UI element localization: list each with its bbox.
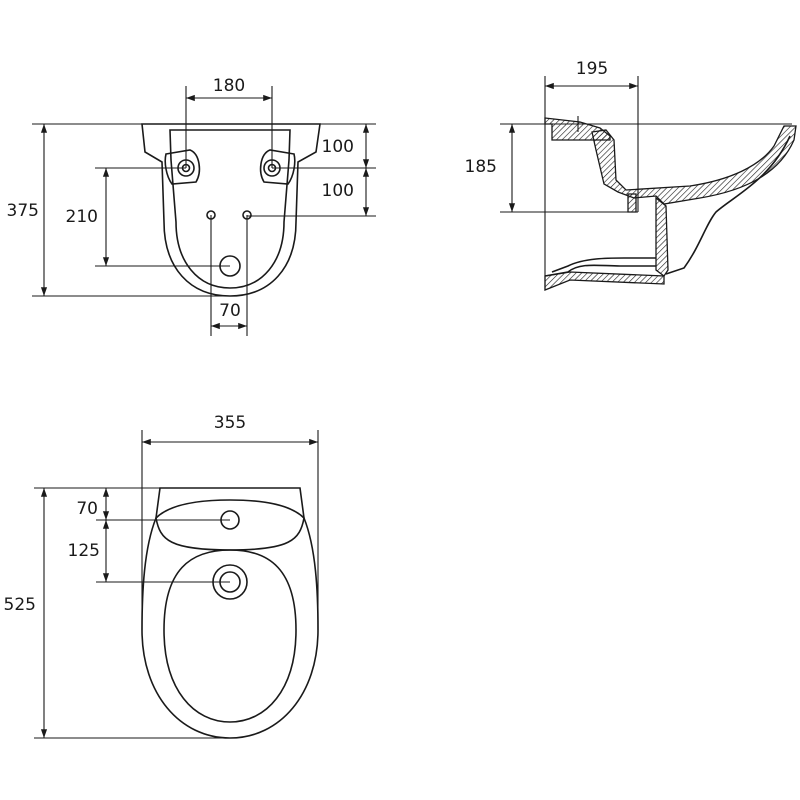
dim-front-375: 375 (7, 201, 39, 221)
side-skirt-inner (551, 257, 656, 273)
front-left-ear (164, 149, 201, 185)
dim-top-70: 70 (76, 499, 98, 519)
dim-front-100-top: 100 (322, 137, 354, 157)
front-inner-outline (169, 129, 291, 289)
dim-front-70: 70 (219, 301, 241, 321)
front-view: 180 375 100 100 210 70 (7, 76, 376, 336)
side-trap-section (655, 196, 669, 277)
dim-side-185: 185 (465, 157, 497, 177)
dim-front-180: 180 (213, 76, 245, 96)
side-outlet-section (627, 193, 637, 213)
dim-top-125: 125 (68, 541, 100, 561)
side-bowl-section (591, 125, 797, 205)
dim-top-525: 525 (4, 595, 36, 615)
side-base-section (544, 271, 665, 291)
top-bowl-outline (163, 549, 297, 723)
side-view: 195 185 (465, 59, 797, 291)
top-deck-outline (155, 499, 305, 551)
front-right-ear (259, 149, 296, 185)
dim-side-195: 195 (576, 59, 608, 79)
dim-front-100-bottom: 100 (322, 181, 354, 201)
top-view: 355 525 70 125 (4, 413, 319, 739)
dim-front-210: 210 (66, 207, 98, 227)
dim-top-355: 355 (214, 413, 246, 433)
